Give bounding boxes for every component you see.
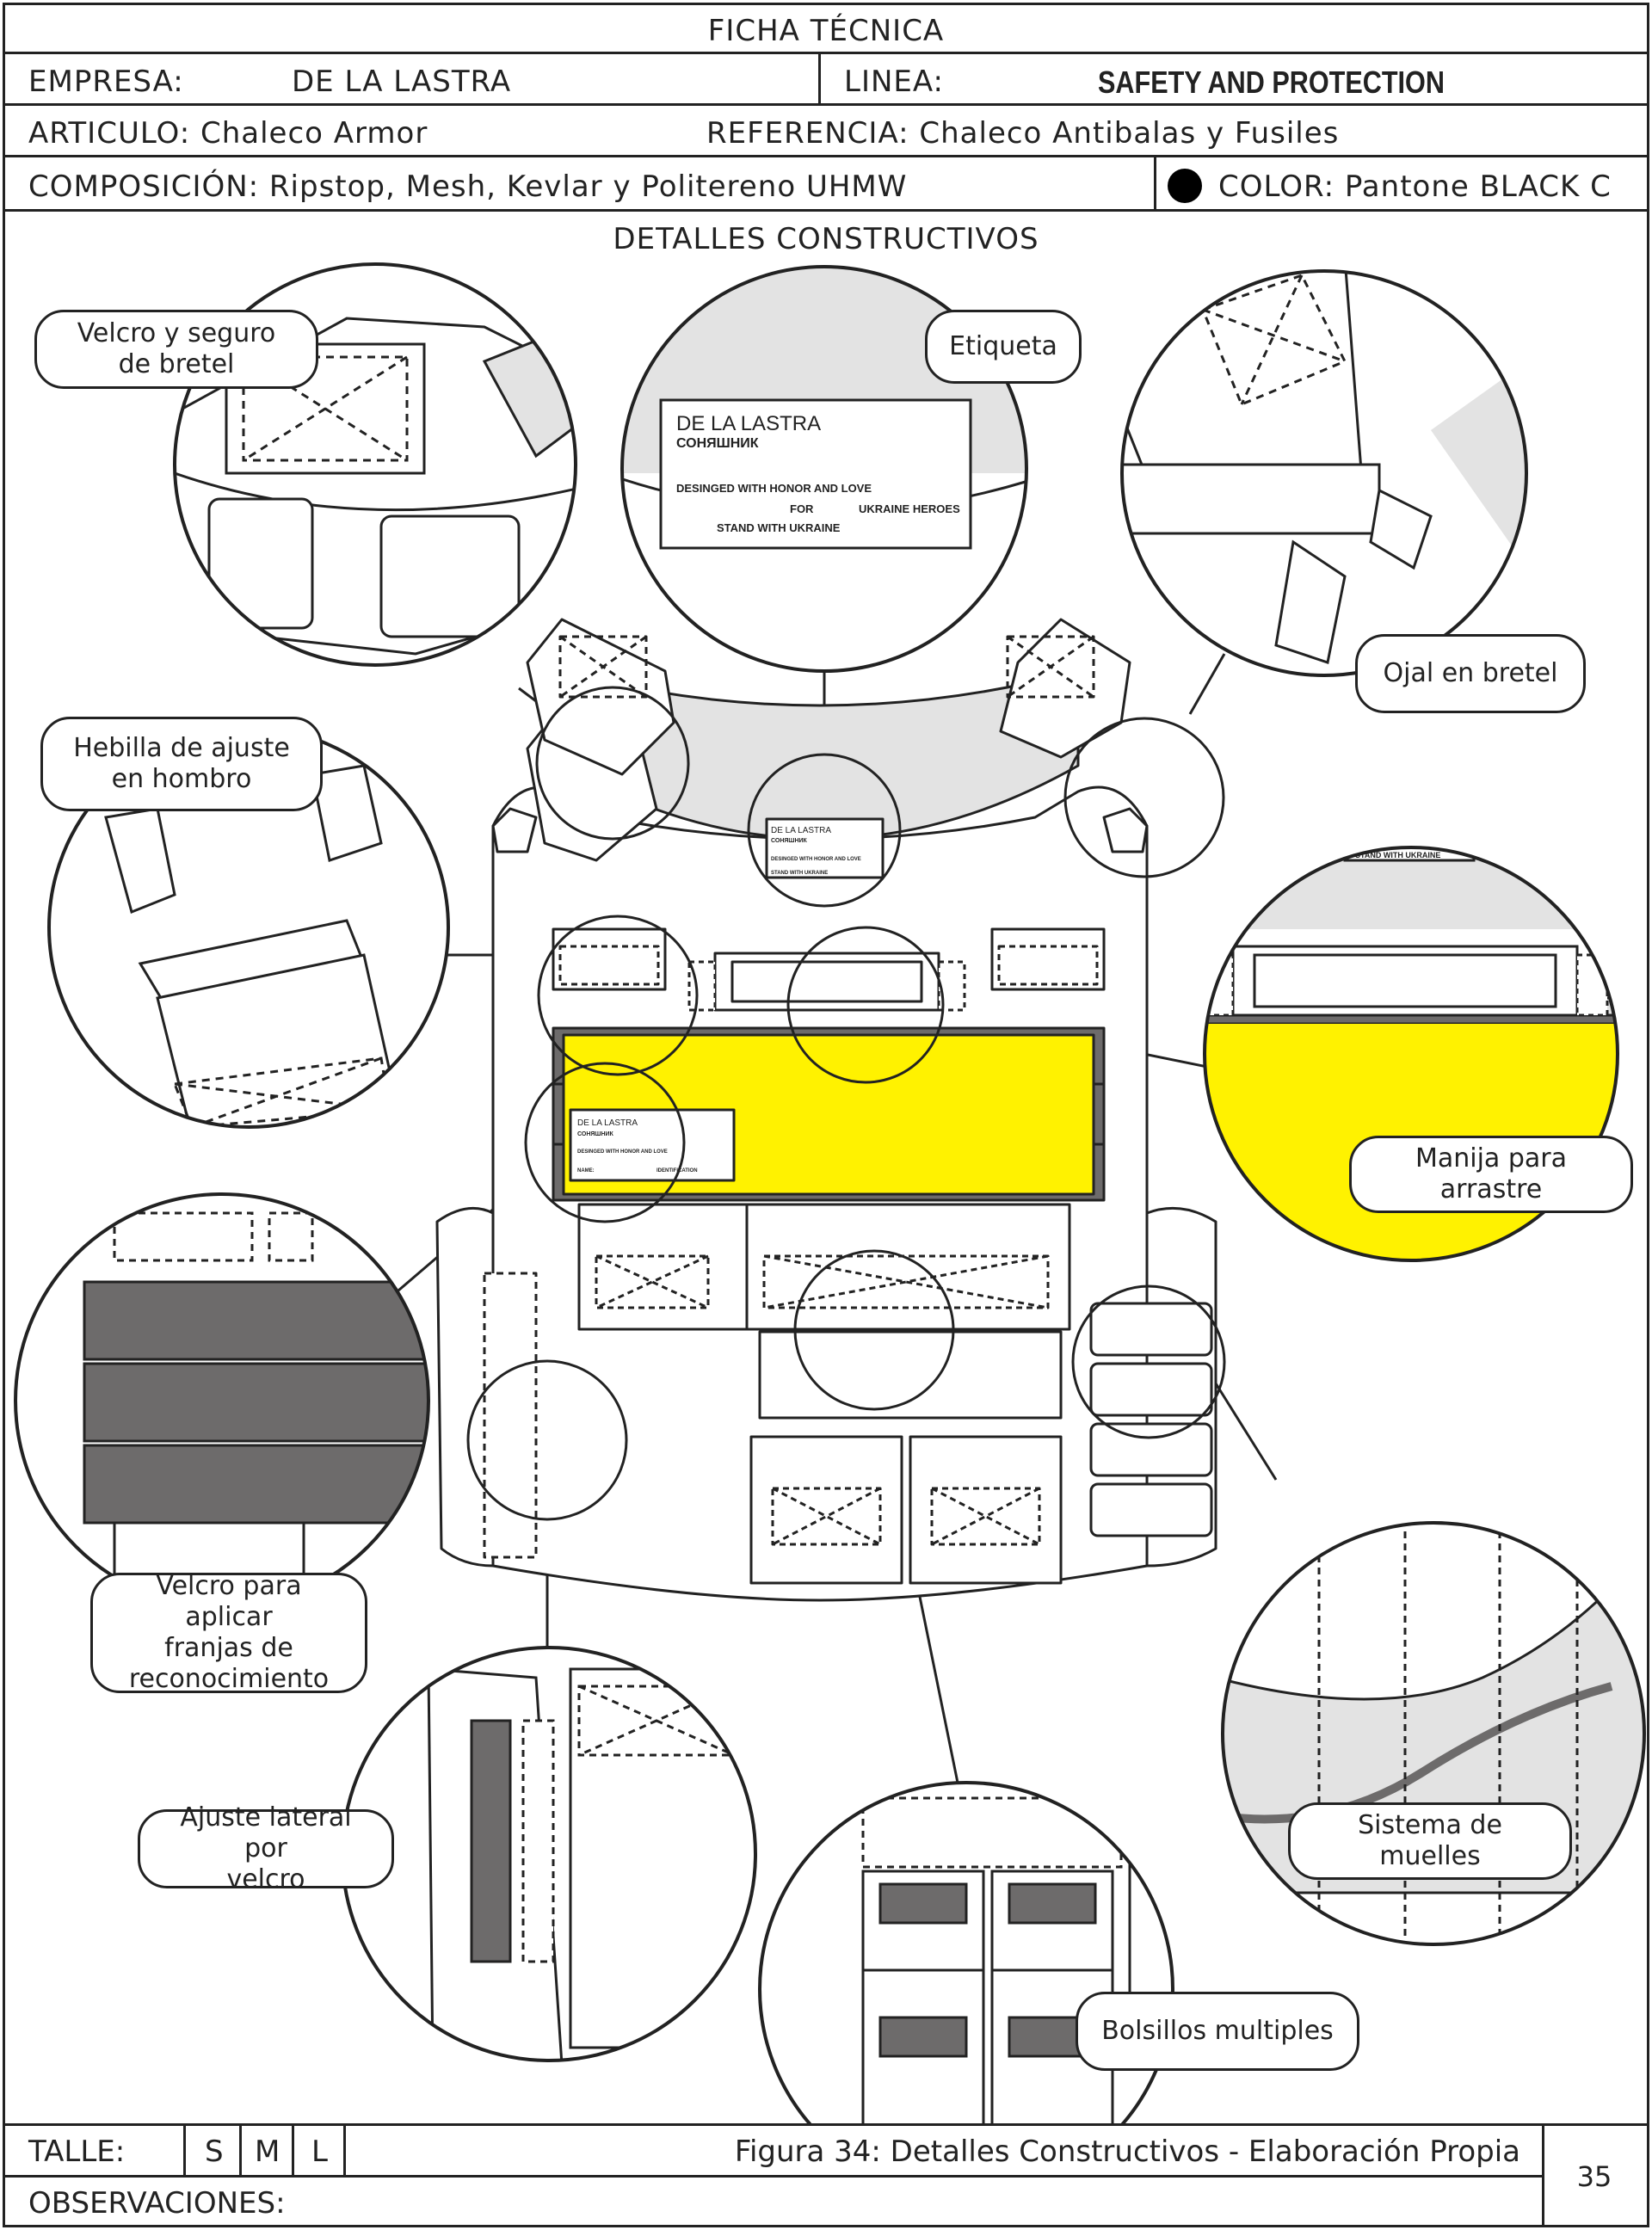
chest-tag-sub: СОНЯШНИК	[577, 1131, 614, 1137]
callout-text: franjas de	[164, 1633, 293, 1663]
etiqueta-for: FOR	[790, 502, 814, 515]
callout-text: Bolsillos multiples	[1101, 2016, 1334, 2046]
figure-caption: Figura 34: Detalles Constructivos - Elab…	[734, 2135, 1520, 2169]
talle-label: TALLE:	[28, 2135, 126, 2169]
vest-labels: DE LA LASTRA СОНЯШНИК DESINGED WITH HONO…	[577, 826, 861, 1174]
etiqueta-line1: DESINGED WITH HONOR AND LOVE	[676, 482, 872, 495]
callout-muelles: Sistema de muelles	[1288, 1802, 1572, 1880]
color-swatch	[1168, 169, 1202, 203]
size-divider	[292, 2126, 294, 2175]
vest-body	[435, 618, 1217, 1602]
size-s[interactable]: S	[205, 2135, 224, 2169]
size-divider	[183, 2126, 186, 2175]
chest-tag-line1: DESINGED WITH HONOR AND LOVE	[577, 1149, 668, 1155]
vest-tag-brand: DE LA LASTRA	[771, 826, 831, 835]
size-divider	[239, 2126, 242, 2175]
etiqueta-line3: STAND WITH UKRAINE	[717, 521, 841, 534]
size-divider	[343, 2126, 346, 2175]
callout-manija: Manija para arrastre	[1349, 1136, 1633, 1213]
bubble-franjas	[14, 1192, 430, 1609]
callout-text: velcro	[226, 1864, 305, 1894]
vest-tag-line1: DESINGED WITH HONOR AND LOVE	[771, 857, 861, 862]
page-number-box: 35	[1542, 2123, 1649, 2227]
callout-text: de bretel	[118, 349, 235, 379]
chest-tag-name: NAME:	[577, 1168, 595, 1174]
row-divider	[1154, 157, 1156, 209]
bubble-lateral	[341, 1646, 757, 2062]
detail-markers	[466, 686, 1226, 1521]
empresa-row: EMPRESA: DE LA LASTRA LINEA: SAFETY AND …	[3, 52, 1649, 106]
section-row: DETALLES CONSTRUCTIVOS	[3, 209, 1649, 263]
bubble-ojal	[1120, 269, 1528, 677]
callout-bolsillos: Bolsillos multiples	[1076, 1992, 1359, 2071]
size-l[interactable]: L	[311, 2135, 328, 2169]
referencia: REFERENCIA: Chaleco Antibalas y Fusiles	[706, 116, 1340, 151]
callout-ojal: Ojal en bretel	[1355, 634, 1586, 713]
row-divider	[818, 54, 821, 103]
bubble-etiqueta: DE LA LASTRA СОНЯШНИК DESINGED WITH HONO…	[620, 265, 1028, 673]
page-number: 35	[1576, 2160, 1612, 2193]
callout-text: Hebilla de ajuste	[73, 733, 290, 763]
callout-text: Sistema de muelles	[1358, 1810, 1502, 1871]
footer-row-1: TALLE: S M L Figura 34: Detalles Constru…	[3, 2123, 1544, 2178]
empresa-value: DE LA LASTRA	[292, 65, 512, 99]
callout-text: Manija para arrastre	[1415, 1143, 1567, 1204]
articulo-row: ARTICULO: Chaleco Armor REFERENCIA: Chal…	[3, 103, 1649, 157]
etiqueta-heroes: UKRAINE HEROES	[859, 502, 960, 515]
vest-tag-sub: СОНЯШНИК	[771, 838, 808, 844]
composicion: COMPOSICIÓN: Ripstop, Mesh, Kevlar y Pol…	[28, 169, 908, 204]
bubble-muelles	[1221, 1521, 1646, 1946]
callout-etiqueta: Etiqueta	[925, 310, 1082, 384]
size-m[interactable]: M	[255, 2135, 280, 2169]
articulo: ARTICULO: Chaleco Armor	[28, 116, 428, 151]
callout-text: en hombro	[111, 764, 252, 794]
callout-text: Ajuste lateral por	[180, 1802, 352, 1863]
callout-text: Ojal en bretel	[1383, 658, 1558, 688]
linea-value: SAFETY AND PROTECTION	[1098, 65, 1445, 100]
footer-row-2: OBSERVACIONES:	[3, 2175, 1544, 2227]
manija-tag-line3: STAND WITH UKRAINE	[1355, 851, 1440, 859]
empresa-label: EMPRESA:	[28, 65, 184, 99]
observaciones-label: OBSERVACIONES:	[28, 2186, 286, 2221]
composicion-row: COMPOSICIÓN: Ripstop, Mesh, Kevlar y Pol…	[3, 155, 1649, 212]
section-title: DETALLES CONSTRUCTIVOS	[613, 222, 1039, 256]
bubble-bolsillos	[758, 1781, 1174, 2125]
bubble-manija: STAND WITH UKRAINE	[1203, 846, 1619, 1262]
linea-label: LINEA:	[844, 65, 945, 99]
etiqueta-sub: СОНЯШНИК	[676, 436, 759, 451]
callout-text: Velcro y seguro	[77, 318, 276, 348]
callout-text: Velcro para aplicar	[156, 1571, 302, 1632]
vest-technical-drawing: DE LA LASTRA СОНЯШНИК DESINGED WITH HONO…	[14, 262, 1646, 2125]
etiqueta-brand: DE LA LASTRA	[676, 412, 821, 435]
sheet-title: FICHA TÉCNICA	[707, 14, 945, 48]
callout-text: reconocimiento	[128, 1664, 330, 1694]
title-row: FICHA TÉCNICA	[3, 3, 1649, 54]
chest-tag-ident: IDENTIFICATION	[656, 1168, 698, 1174]
vest-tag-line3: STAND WITH UKRAINE	[771, 871, 828, 876]
color-spec: COLOR: Pantone BLACK C	[1218, 169, 1612, 204]
chest-tag-brand: DE LA LASTRA	[577, 1118, 638, 1128]
callout-text: Etiqueta	[949, 331, 1057, 361]
bubble-hebilla	[47, 726, 450, 1129]
